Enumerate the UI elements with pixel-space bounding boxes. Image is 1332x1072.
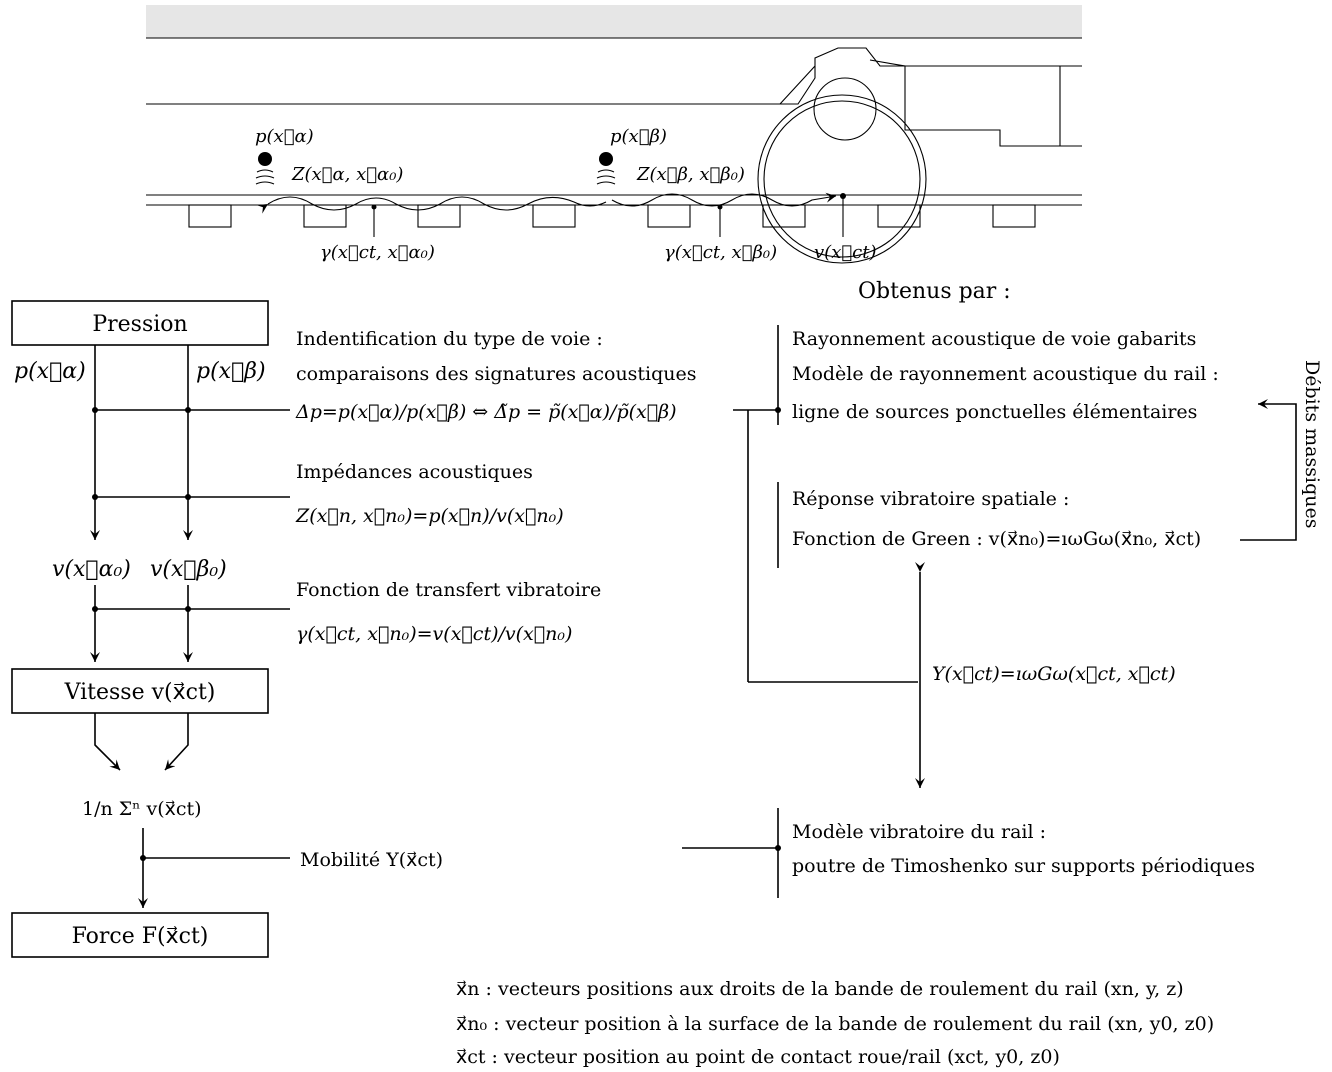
ray-line-1: Rayonnement acoustique de voie gabarits [792,328,1196,350]
label-z-alpha: Z(x⃗α, x⃗α₀) [291,164,403,185]
axle-box [813,77,877,141]
bogie-frame [779,59,1060,147]
right-side: Obtenus par : Rayonnement acoustique de … [682,279,1323,898]
flow-p-beta: p(x⃗β) [196,359,266,384]
obtenus-label: Obtenus par : [858,279,1011,304]
label-v-ct: v(x⃗ct) [814,242,876,263]
flow-v-alpha0: v(x⃗α₀) [52,557,131,582]
sleeper [188,204,232,228]
y-equation: Y(x⃗ct)=ıωGω(x⃗ct, x⃗ct) [932,663,1176,685]
rep-line-2: Fonction de Green : v(x⃗n₀)=ıωGω(x⃗n₀, x… [792,528,1201,550]
imp-line-2: Z(x⃗n, x⃗n₀)=p(x⃗n)/v(x⃗n₀) [295,505,564,527]
legend-line-1: x⃗n : vecteurs positions aux droits de l… [456,978,1184,1000]
flow-sum: 1/n Σⁿ v(x⃗ct) [82,798,202,820]
ident-line-2: comparaisons des signatures acoustiques [296,363,697,385]
train-illustration: p(x⃗α) p(x⃗β) Z(x⃗α, x⃗α₀) Z(x⃗β, x⃗β₀) … [146,5,1082,264]
mod-line-2: poutre de Timoshenko sur supports périod… [792,855,1255,877]
wheel-outer [757,94,927,264]
microphone-beta-icon [599,152,613,166]
label-p-alpha: p(x⃗α) [255,126,314,147]
box-force [11,912,269,958]
box-pression-label: Pression [92,312,187,337]
ft-line-1: Fonction de transfert vibratoire [296,579,601,601]
label-gamma-beta: γ(x⃗ct, x⃗β₀) [664,242,777,263]
microphone-alpha-icon [258,152,272,166]
debits-label: Débits massiques [1301,360,1323,528]
sleeper [532,204,576,228]
ray-line-2: Modèle de rayonnement acoustique du rail… [792,363,1219,385]
label-z-beta: Z(x⃗β, x⃗β₀) [636,164,745,185]
wheel-inner [763,100,921,258]
sleeper [992,204,1036,228]
box-vitesse-label: Vitesse v(x⃗ct) [64,680,216,705]
flow-chart: Pression p(x⃗α) p(x⃗β) v(x⃗α₀) v(x⃗β₀) V… [11,300,290,958]
flow-v-beta0: v(x⃗β₀) [150,557,227,582]
sleeper [877,204,921,228]
legend-line-3: x⃗ct : vecteur position au point de cont… [456,1046,1060,1068]
sleeper [647,204,691,228]
legend-line-2: x⃗n₀ : vecteur position à la surface de … [456,1013,1214,1035]
sound-waves-icon [596,169,616,185]
sound-waves-icon [255,169,275,185]
ray-line-3: ligne de sources ponctuelles élémentaire… [792,401,1197,423]
wave-alpha [256,196,607,214]
label-gamma-alpha: γ(x⃗ct, x⃗α₀) [320,242,435,263]
box-pression [11,300,269,346]
legend: x⃗n : vecteurs positions aux droits de l… [456,978,1214,1068]
box-vitesse [11,668,269,714]
wave-beta [611,192,837,207]
rep-line-1: Réponse vibratoire spatiale : [792,488,1069,510]
ident-line-1: Indentification du type de voie : [296,328,603,350]
ft-line-2: γ(x⃗ct, x⃗n₀)=v(x⃗ct)/v(x⃗n₀) [296,623,572,645]
imp-line-1: Impédances acoustiques [296,461,533,483]
sleepers [188,204,1036,228]
flow-p-alpha: p(x⃗α) [14,359,86,384]
car-body [146,47,1082,147]
ident-line-3: Δp=p(x⃗α)/p(x⃗β) ⇔ Δ̃p = p̃(x⃗α)/p̃(x⃗β) [295,401,677,423]
mod-line-1: Modèle vibratoire du rail : [792,821,1046,843]
sleeper [303,204,347,228]
middle-labels: Indentification du type de voie : compar… [295,328,697,871]
sleeper [417,204,461,228]
box-force-label: Force F(x⃗ct) [72,924,209,949]
mobilite-label: Mobilité Y(x⃗ct) [300,849,443,871]
label-p-beta: p(x⃗β) [610,126,667,147]
train-roof [146,5,1082,38]
